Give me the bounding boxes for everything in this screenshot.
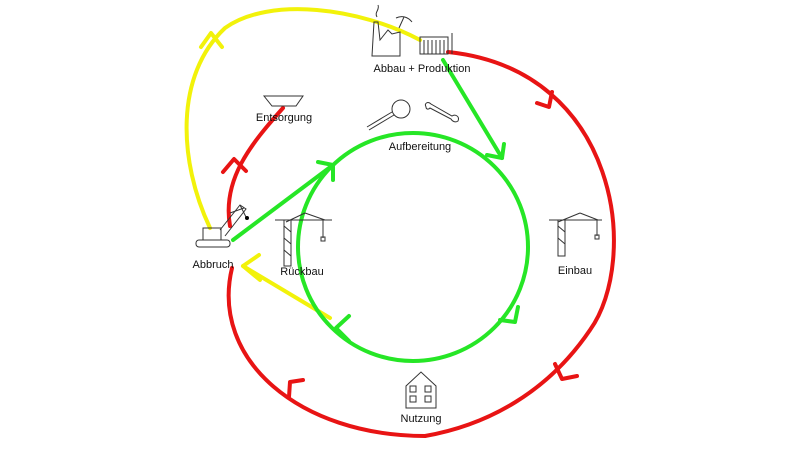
arrowhead-red-bottom-left: [287, 378, 305, 399]
demolition-ball: [245, 216, 249, 220]
warehouse-icon: [419, 33, 453, 55]
red-arc-use-to-demolition: [226, 266, 427, 438]
tower-crane-icon: [275, 212, 332, 267]
primary-cycle: [226, 50, 616, 438]
label-demolition: Abbruch: [193, 259, 234, 271]
pickaxe-icon: [395, 16, 413, 29]
arrowhead-green-right-bottom: [498, 305, 520, 324]
green-path-demolition-to-processing: [231, 163, 335, 242]
landfill-skip-icon: [262, 95, 304, 107]
arrowhead-red-right-bottom: [553, 362, 579, 381]
arrowhead-green-to-processing: [316, 160, 335, 182]
arrowhead-yellow-demolition: [241, 253, 262, 282]
red-arc-production-to-use: [423, 50, 616, 438]
label-deconstruction: Rückbau: [280, 266, 323, 278]
label-use: Nutzung: [401, 413, 442, 425]
label-production: Abbau + Produktion: [374, 63, 471, 75]
label-processing: Aufbereitung: [389, 141, 451, 153]
tower-crane-icon: [549, 212, 602, 257]
label-disposal: Entsorgung: [256, 112, 312, 124]
arrowhead-green-top-right: [485, 142, 506, 160]
wrench-icon: [425, 102, 459, 123]
house-icon: [405, 371, 437, 409]
demolition-excavator-icon: [195, 204, 247, 248]
green-path-production-to-ring: [441, 58, 504, 160]
recycling-cycle: [231, 58, 530, 363]
arrowhead-red-to-disposal: [221, 157, 248, 174]
arrowhead-red-right-top: [535, 90, 554, 109]
reuse-arc-to-production: [184, 7, 422, 230]
arrowhead-yellow-up: [199, 31, 224, 49]
arrowheads: [199, 31, 579, 399]
factory-icon: [371, 4, 401, 57]
label-installation: Einbau: [558, 265, 592, 277]
arrowhead-green-bottom-left: [334, 314, 351, 343]
magnifier-icon: [366, 99, 411, 131]
green-recycling-ring: [296, 131, 530, 363]
